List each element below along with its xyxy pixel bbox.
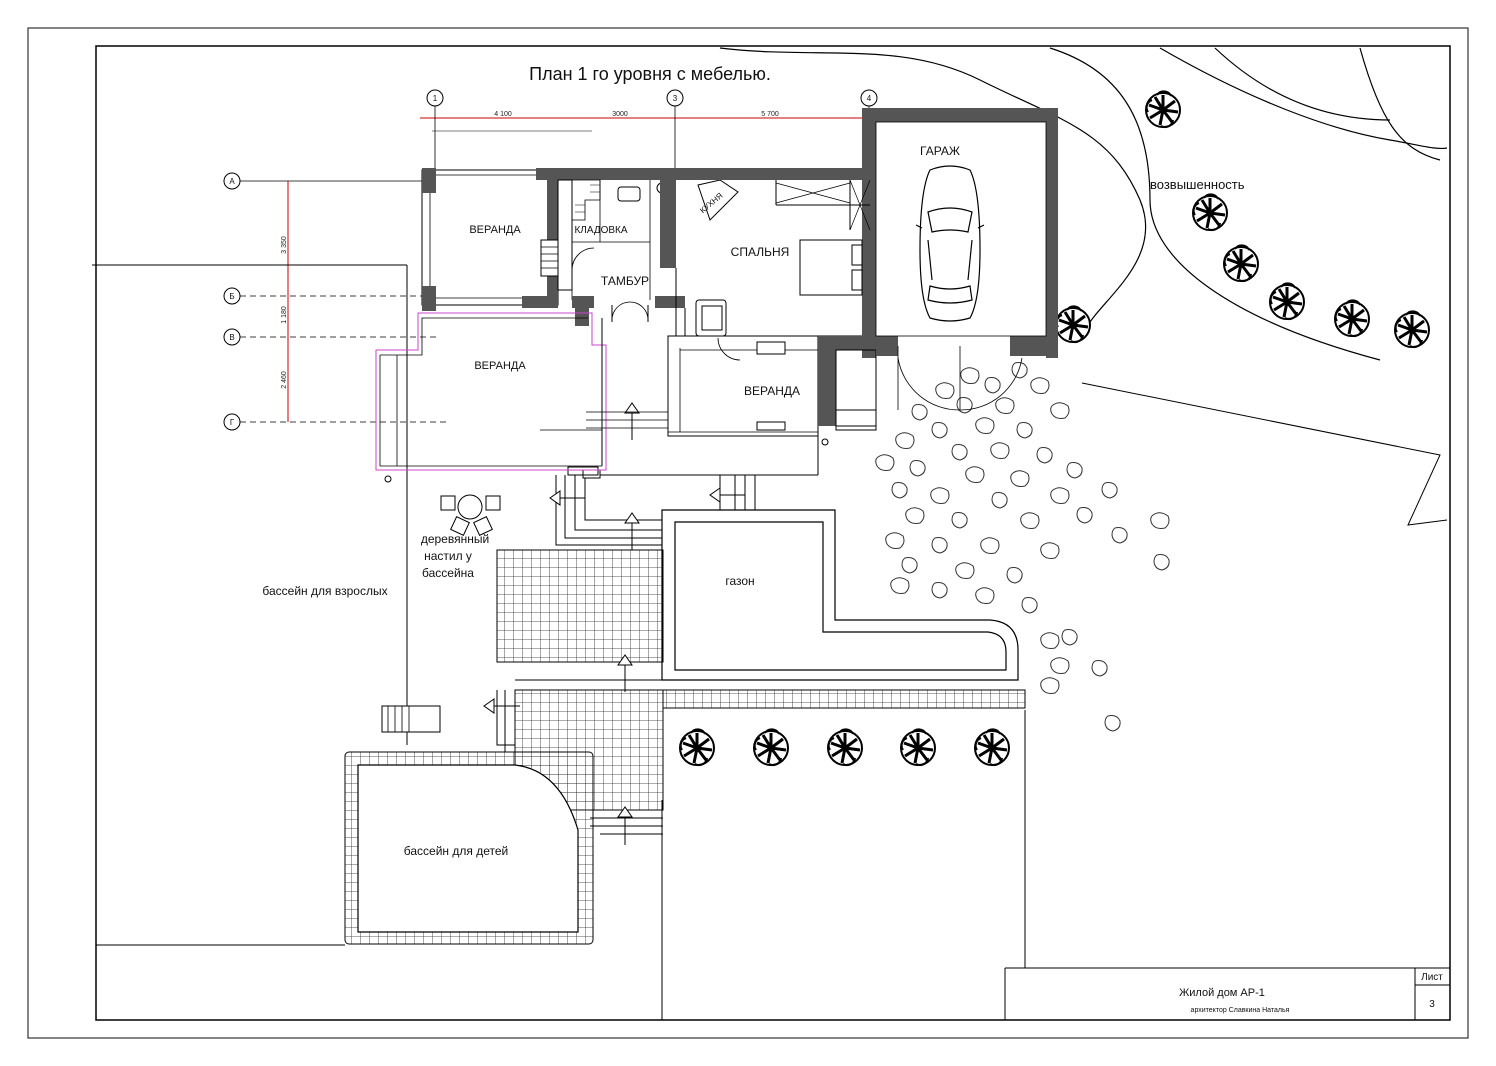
trees-row (678, 727, 1011, 767)
toilet-icon (617, 182, 668, 202)
room-label-bedroom: СПАЛЬНЯ (731, 245, 790, 259)
axis-marker-4 (860, 89, 878, 107)
bed-icon (799, 239, 863, 296)
adult-pool-label: бассейн для взрослых (262, 584, 387, 598)
veranda-main-outline (375, 312, 607, 471)
dim-3350: 3 350 (281, 236, 288, 254)
armchair-icon (695, 299, 727, 337)
tree-icon (899, 727, 937, 767)
author-name: архитектор Славкина Наталья (1191, 1007, 1290, 1014)
tree-icon (1268, 281, 1306, 321)
dim-5700: 5 700 (761, 111, 779, 118)
car-icon (915, 165, 985, 322)
deck-label-2: настил у (424, 549, 472, 563)
axis-marker-1 (426, 89, 444, 107)
left-axes: А Б В Г 3 350 1 180 2 460 (223, 172, 450, 431)
room-label-vestibule: ТАМБУР (601, 274, 649, 288)
plan-title: План 1 го уровня с мебелью. (529, 64, 771, 84)
tree-icon (1222, 243, 1260, 283)
veranda-top-room (421, 169, 559, 306)
outer-frame (27, 27, 1469, 1039)
room-label-pantry: КЛАДОВКА (574, 225, 627, 236)
kids-pool-label: бассейн для детей (404, 844, 508, 858)
room-label-veranda-right: ВЕРАНДА (744, 384, 800, 398)
deck-label-3: бассейна (422, 566, 474, 580)
deck-label-1: деревянный (421, 532, 489, 546)
kitchen-counter: КУХНЯ (697, 179, 739, 221)
tree-icon (973, 727, 1011, 767)
stair-icon (540, 239, 560, 277)
axis-label-4: 4 (867, 94, 872, 103)
tree-icon (1054, 304, 1092, 344)
axis-label-g: Г (230, 418, 235, 427)
table-chairs-icon (440, 494, 501, 536)
tree-icon (752, 727, 790, 767)
tree-icon (826, 727, 864, 767)
tree-icon (678, 727, 716, 767)
project-name: Жилой дом АР-1 (1179, 987, 1265, 999)
dim-2460: 2 460 (281, 371, 288, 389)
axis-label-1: 1 (433, 94, 438, 103)
room-label-veranda-main: ВЕРАНДА (474, 360, 526, 372)
tiled-deck (344, 549, 1026, 945)
title-block: Лист 3 Жилой дом АР-1 архитектор Славкин… (1005, 967, 1450, 1020)
lawn-area: газон (661, 509, 1019, 681)
axis-label-v: В (229, 333, 234, 342)
site-lines (92, 264, 1450, 1020)
sheet-label: Лист (1421, 972, 1443, 983)
top-dimension-chain: 1 3 4 4 100 3000 5 700 (420, 89, 878, 178)
tree-icon (1333, 298, 1371, 338)
arrow-icon (483, 402, 745, 845)
dim-3000: 3000 (612, 111, 628, 118)
axis-marker-3 (666, 89, 684, 107)
axis-label-3: 3 (673, 94, 678, 103)
lawn-label: газон (725, 574, 754, 588)
hill-contours (719, 47, 1448, 361)
stone-path (875, 362, 1170, 732)
tree-icon (1191, 192, 1229, 232)
inner-frame (95, 45, 1451, 1021)
pool-ladder-icon (381, 705, 441, 733)
sheet-number: 3 (1429, 999, 1435, 1010)
dim-4100: 4 100 (494, 111, 512, 118)
dim-1180: 1 180 (281, 306, 288, 324)
room-label-veranda-top: ВЕРАНДА (469, 224, 521, 236)
tree-icon (1144, 89, 1182, 129)
room-label-garage: ГАРАЖ (920, 144, 960, 158)
hill-label: возвышенность (1150, 177, 1245, 192)
axis-label-b: Б (229, 292, 234, 301)
tree-icon (1393, 309, 1431, 349)
axis-label-a: А (229, 177, 235, 186)
house-plan: ВЕРАНДА КЛАДОВКА ТАМБУР КУХНЯ (375, 108, 1058, 476)
